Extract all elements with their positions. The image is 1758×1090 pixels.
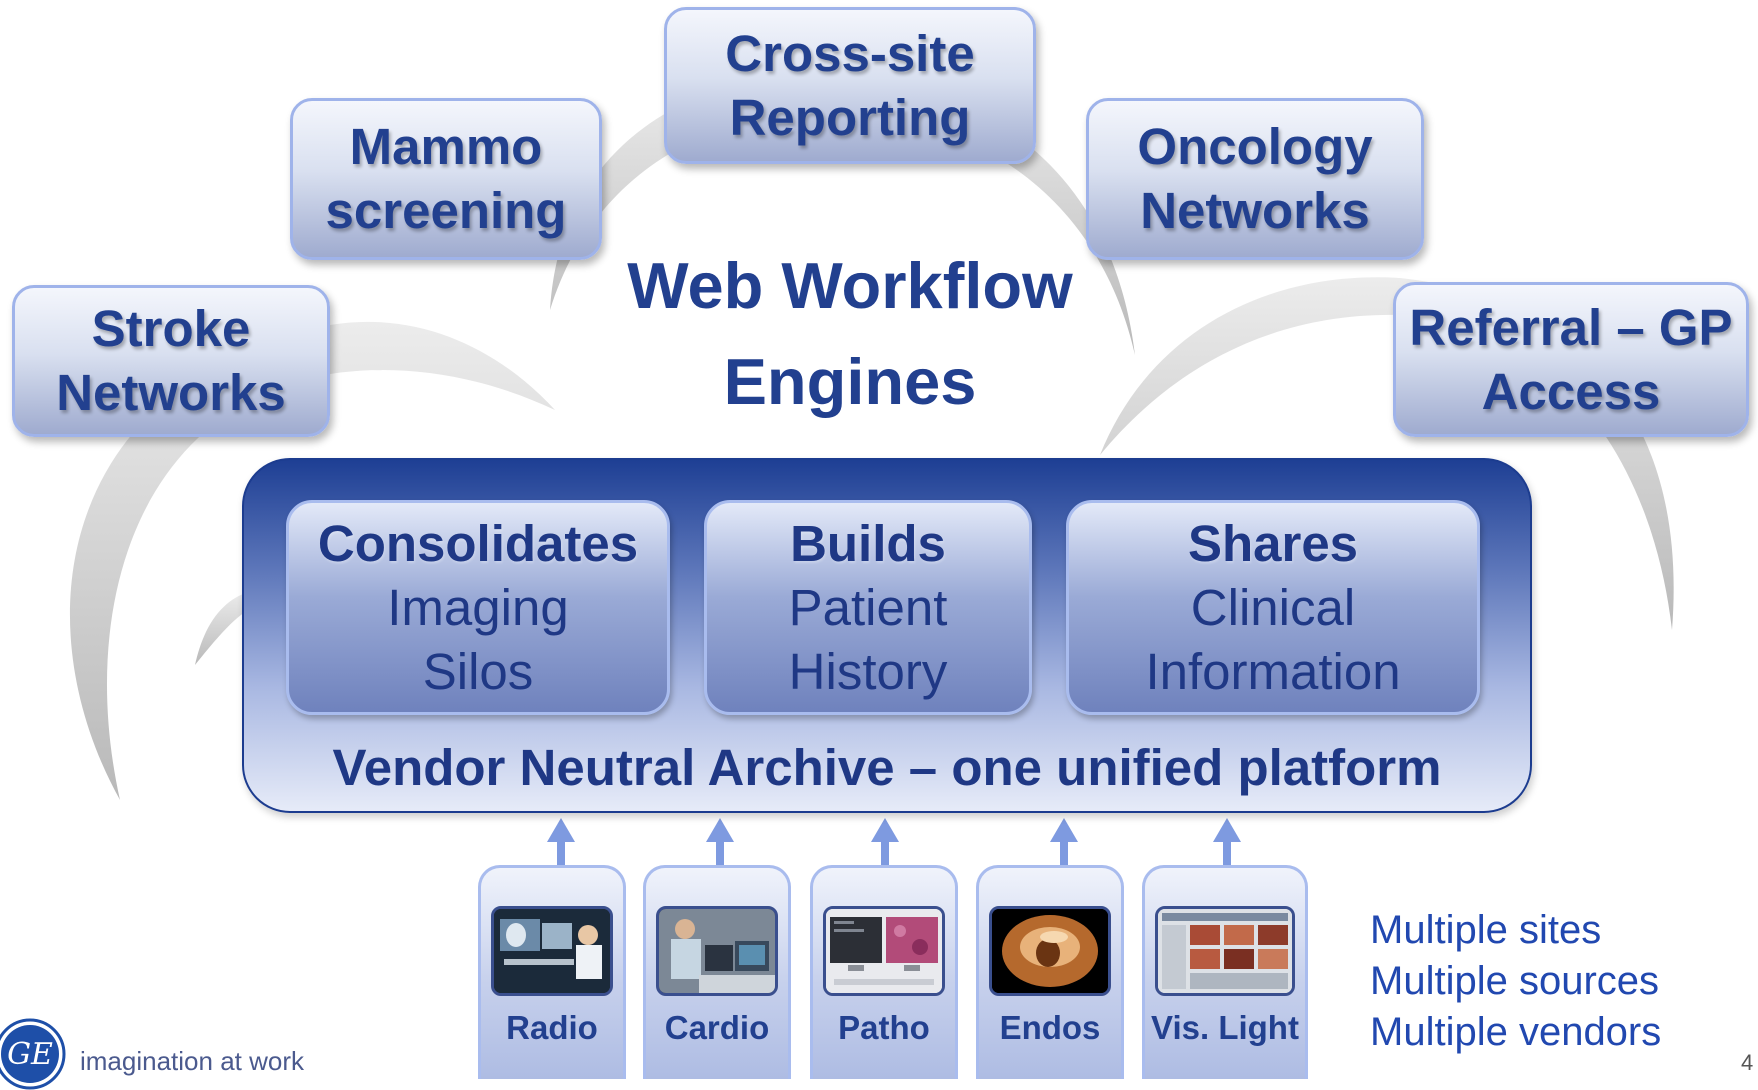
source-cardio: Cardio	[643, 865, 791, 1079]
tagline: imagination at work	[80, 1046, 304, 1076]
source-endos: Endos	[976, 865, 1124, 1079]
radio-image	[491, 906, 613, 996]
cross-site-line-1: Cross-site	[725, 24, 975, 82]
multiple-sources: Multiple sources	[1370, 959, 1660, 1003]
shares-box: Shares Clinical Information	[1066, 500, 1480, 715]
page-number: 4	[1741, 1050, 1754, 1075]
vendor-neutral-archive-panel: Consolidates Imaging Silos Builds Patien…	[242, 458, 1532, 813]
cardio-image	[656, 906, 778, 996]
ge-logo-icon: GE	[0, 1018, 66, 1090]
patho-label: Patho	[838, 1009, 930, 1046]
builds-heading: Builds	[790, 514, 946, 572]
mammo-screening-box: Mammo screening	[290, 98, 602, 260]
patho-image	[823, 906, 945, 996]
svg-text:GE: GE	[7, 1037, 53, 1072]
consolidates-line-2: Silos	[422, 642, 534, 700]
arc-left-large	[69, 321, 555, 800]
vis-light-image	[1155, 906, 1295, 996]
stroke-line-2: Networks	[56, 364, 286, 421]
oncology-line-2: Networks	[1140, 182, 1370, 239]
oncology-networks-box: Oncology Networks	[1086, 98, 1424, 260]
multiple-sites: Multiple sites	[1370, 908, 1602, 952]
mammo-line-2: screening	[325, 182, 567, 239]
cross-site-reporting-box: Cross-site Reporting	[664, 7, 1036, 164]
shares-line-2: Information	[1145, 642, 1401, 700]
referral-gp-access-box: Referral – GP Access	[1393, 282, 1749, 437]
multiple-notes: Multiple sites Multiple sources Multiple…	[1370, 905, 1661, 1058]
builds-line-2: History	[788, 642, 948, 700]
stroke-networks-box: Stroke Networks	[12, 285, 330, 437]
center-title-line-2: Engines	[723, 345, 977, 418]
source-vis-light: Vis. Light	[1142, 865, 1308, 1079]
shares-line-1: Clinical	[1190, 578, 1356, 636]
endos-label: Endos	[999, 1009, 1101, 1046]
consolidates-heading: Consolidates	[317, 514, 639, 572]
mammo-line-1: Mammo	[349, 118, 543, 175]
web-workflow-engines-title: Web Workflow Engines	[560, 238, 1140, 430]
cardio-label: Cardio	[664, 1009, 770, 1046]
consolidates-line-1: Imaging	[387, 578, 569, 636]
builds-line-1: Patient	[788, 578, 948, 636]
multiple-vendors: Multiple vendors	[1370, 1010, 1662, 1054]
vis-light-label: Vis. Light	[1151, 1009, 1299, 1046]
source-radio: Radio	[478, 865, 626, 1079]
shares-heading: Shares	[1187, 514, 1359, 572]
arc-left-small	[195, 592, 248, 665]
center-title-line-1: Web Workflow	[627, 249, 1073, 322]
referral-line-2: Access	[1481, 362, 1661, 420]
vna-label: Vendor Neutral Archive – one unified pla…	[332, 739, 1442, 796]
referral-line-1: Referral – GP	[1409, 298, 1733, 356]
source-patho: Patho	[810, 865, 958, 1079]
endos-image	[989, 906, 1111, 996]
builds-box: Builds Patient History	[704, 500, 1032, 715]
radio-label: Radio	[506, 1009, 598, 1046]
cross-site-line-2: Reporting	[729, 88, 971, 146]
consolidates-box: Consolidates Imaging Silos	[286, 500, 670, 715]
stroke-line-1: Stroke	[91, 300, 251, 357]
oncology-line-1: Oncology	[1137, 118, 1373, 175]
